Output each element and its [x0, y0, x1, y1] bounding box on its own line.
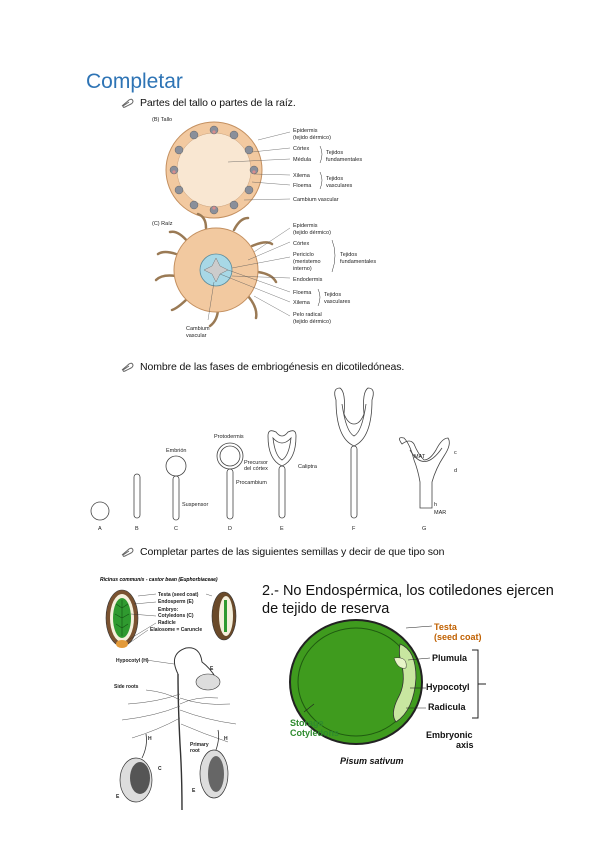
svg-text:Pelo radical: Pelo radical [293, 312, 322, 318]
svg-text:Elaiosome = Caruncle: Elaiosome = Caruncle [150, 627, 202, 633]
svg-text:vasculares: vasculares [326, 183, 353, 189]
svg-text:Epidermis: Epidermis [293, 223, 318, 229]
svg-text:Precursor: Precursor [244, 460, 268, 466]
bullet-3: Completar partes de las siguientes semil… [120, 546, 444, 558]
svg-text:Cambium vascular: Cambium vascular [293, 197, 339, 203]
svg-text:Storage: Storage [290, 718, 324, 728]
svg-text:Pisum sativum: Pisum sativum [340, 756, 404, 766]
svg-text:Primary: Primary [190, 742, 209, 748]
ricinus-figure: Ricinus communis - castor bean (Euphorbi… [100, 577, 237, 811]
svg-text:H: H [148, 736, 152, 742]
svg-text:H: H [224, 736, 228, 742]
paperclip-icon [121, 547, 134, 557]
bullet-2: Nombre de las fases de embriogénesis en … [120, 361, 404, 373]
svg-text:Radicle: Radicle [158, 620, 176, 626]
svg-text:C: C [158, 766, 162, 772]
svg-text:Cotyledons: Cotyledons [290, 728, 339, 738]
root-cross-section [154, 212, 291, 328]
svg-text:Xilema: Xilema [293, 300, 311, 306]
svg-text:c: c [454, 450, 457, 456]
embryogenesis-figure: A B C D E F G Embrión Suspensor Protoder… [90, 387, 457, 532]
svg-text:(seed coat): (seed coat) [434, 632, 482, 642]
svg-text:h: h [434, 502, 437, 508]
svg-text:G: G [422, 526, 426, 532]
svg-text:del córtex: del córtex [244, 466, 268, 472]
bullet-1-text: Partes del tallo o partes de la raíz. [140, 97, 296, 109]
svg-text:Xilema: Xilema [293, 173, 311, 179]
svg-text:MAT: MAT [414, 454, 426, 460]
stem-title: (B) Tallo [152, 117, 172, 123]
svg-text:MAR: MAR [434, 510, 446, 516]
bullet-3-text: Completar partes de las siguientes semil… [140, 546, 445, 558]
svg-text:vasculares: vasculares [324, 299, 351, 305]
svg-text:Floema: Floema [293, 183, 312, 189]
svg-text:axis: axis [456, 740, 474, 750]
svg-text:Médula: Médula [293, 157, 312, 163]
svg-text:Córtex: Córtex [293, 241, 309, 247]
svg-text:B: B [135, 526, 139, 532]
svg-text:Caliptra: Caliptra [298, 464, 318, 470]
bullet-1: Partes del tallo o partes de la raíz. [120, 97, 296, 109]
svg-text:Tejidos: Tejidos [340, 252, 357, 258]
svg-text:F: F [352, 526, 356, 532]
bullet-2-text: Nombre de las fases de embriogénesis en … [140, 361, 405, 373]
svg-text:E: E [280, 526, 284, 532]
pisum-figure: Testa (seed coat) Plumula Hypocotyl Radi… [289, 619, 486, 766]
svg-text:Epidermis: Epidermis [293, 128, 318, 134]
svg-text:D: D [228, 526, 232, 532]
svg-text:Suspensor: Suspensor [182, 502, 208, 508]
paperclip-icon [121, 98, 134, 108]
svg-text:Tejidos: Tejidos [326, 150, 343, 156]
svg-text:Embryo:: Embryo: [158, 607, 179, 613]
svg-text:Periciclo: Periciclo [293, 252, 314, 258]
svg-text:Embryonic: Embryonic [426, 730, 473, 740]
svg-text:Testa (seed coat): Testa (seed coat) [158, 592, 199, 598]
svg-text:Embrión: Embrión [166, 448, 186, 454]
stem-root-figure: (B) Tallo Epidermis (tejido dérmico) Cór… [152, 117, 376, 339]
svg-text:Endosperm (E): Endosperm (E) [158, 599, 194, 605]
svg-text:E: E [210, 666, 214, 672]
svg-text:vascular: vascular [186, 333, 207, 339]
svg-text:Córtex: Córtex [293, 146, 309, 152]
svg-text:Hypocotyl: Hypocotyl [426, 682, 470, 692]
svg-text:Cotyledons (C): Cotyledons (C) [158, 613, 194, 619]
svg-text:E: E [192, 788, 196, 794]
non-endospermic-heading: 2.- No Endospérmica, los cotiledones eje… [262, 583, 554, 617]
stem-cross-section [165, 121, 291, 219]
svg-text:Testa: Testa [434, 622, 458, 632]
svg-text:(tejido dérmico): (tejido dérmico) [293, 230, 331, 236]
svg-text:root: root [190, 748, 200, 754]
svg-text:Radicula: Radicula [428, 702, 467, 712]
svg-text:Hypocotyl (H): Hypocotyl (H) [116, 658, 149, 664]
svg-text:Tejidos: Tejidos [324, 292, 341, 298]
svg-text:Ricinus communis - castor bean: Ricinus communis - castor bean (Euphorbi… [100, 577, 218, 583]
svg-text:C: C [174, 526, 178, 532]
svg-text:Protodermis: Protodermis [214, 434, 244, 440]
svg-text:(tejido dérmico): (tejido dérmico) [293, 135, 331, 141]
svg-text:fundamentales: fundamentales [340, 259, 376, 265]
svg-text:Cambium: Cambium [186, 326, 210, 332]
svg-text:A: A [98, 526, 102, 532]
svg-text:(meristemo: (meristemo [293, 259, 321, 265]
paperclip-icon [121, 362, 134, 372]
svg-text:fundamentales: fundamentales [326, 157, 362, 163]
page-title: Completar [86, 70, 183, 93]
svg-text:Tejidos: Tejidos [326, 176, 343, 182]
svg-text:d: d [454, 468, 457, 474]
svg-text:E: E [116, 794, 120, 800]
svg-text:Endodermis: Endodermis [293, 277, 323, 283]
svg-text:(tejido dérmico): (tejido dérmico) [293, 319, 331, 325]
root-title: (C) Raíz [152, 221, 173, 227]
svg-text:Plumula: Plumula [432, 653, 468, 663]
svg-text:Procambium: Procambium [236, 480, 267, 486]
svg-text:Floema: Floema [293, 290, 312, 296]
svg-text:Side roots: Side roots [114, 684, 139, 690]
svg-text:interno): interno) [293, 266, 312, 272]
